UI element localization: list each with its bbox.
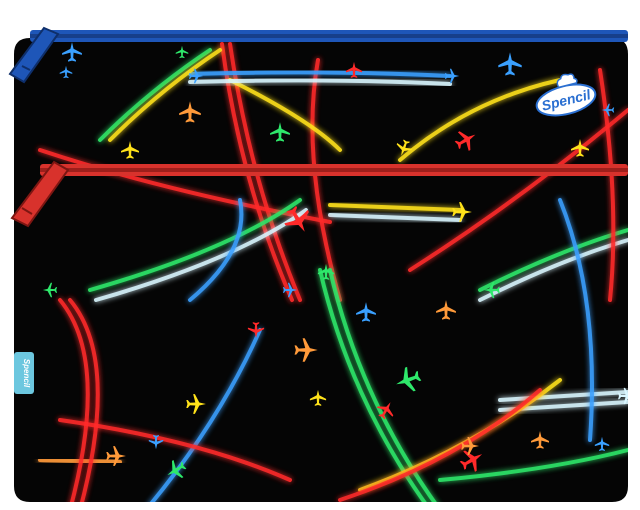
jet-trail xyxy=(328,268,442,502)
jet-trail xyxy=(98,48,212,142)
jet-trail xyxy=(338,388,542,502)
jet-trail xyxy=(328,203,462,212)
jet-trail xyxy=(438,448,628,482)
jet-trail xyxy=(598,68,616,302)
jet-trail xyxy=(408,108,628,272)
jet-trail xyxy=(188,70,452,78)
jet-trail xyxy=(398,78,562,162)
top-zipper xyxy=(30,30,628,42)
jet-trail xyxy=(188,78,452,86)
cloud-icon xyxy=(556,73,578,89)
jet-trail xyxy=(148,328,262,502)
jet-trail xyxy=(58,298,90,502)
jet-trail xyxy=(108,48,222,142)
jet-trail xyxy=(328,213,462,222)
jet-trail xyxy=(88,198,302,292)
jet-trail xyxy=(188,198,244,302)
brand-logo: Spencil xyxy=(535,73,597,117)
side-label-tag: Spencil xyxy=(14,352,34,394)
top-zipper-pull[interactable] xyxy=(8,26,60,84)
front-pocket-zipper-pull[interactable] xyxy=(10,160,70,228)
jet-trail xyxy=(68,298,100,502)
front-pocket-zipper xyxy=(40,164,628,176)
jet-trail xyxy=(558,198,594,442)
jet-trail-pattern xyxy=(38,42,628,502)
jet-trail xyxy=(94,208,308,302)
jet-trail xyxy=(318,268,432,502)
jet-trail xyxy=(58,418,292,482)
jet-trail xyxy=(498,390,628,402)
jet-trail xyxy=(38,148,332,224)
jet-trail xyxy=(228,78,342,152)
side-label-tag-text: Spencil xyxy=(22,359,31,388)
